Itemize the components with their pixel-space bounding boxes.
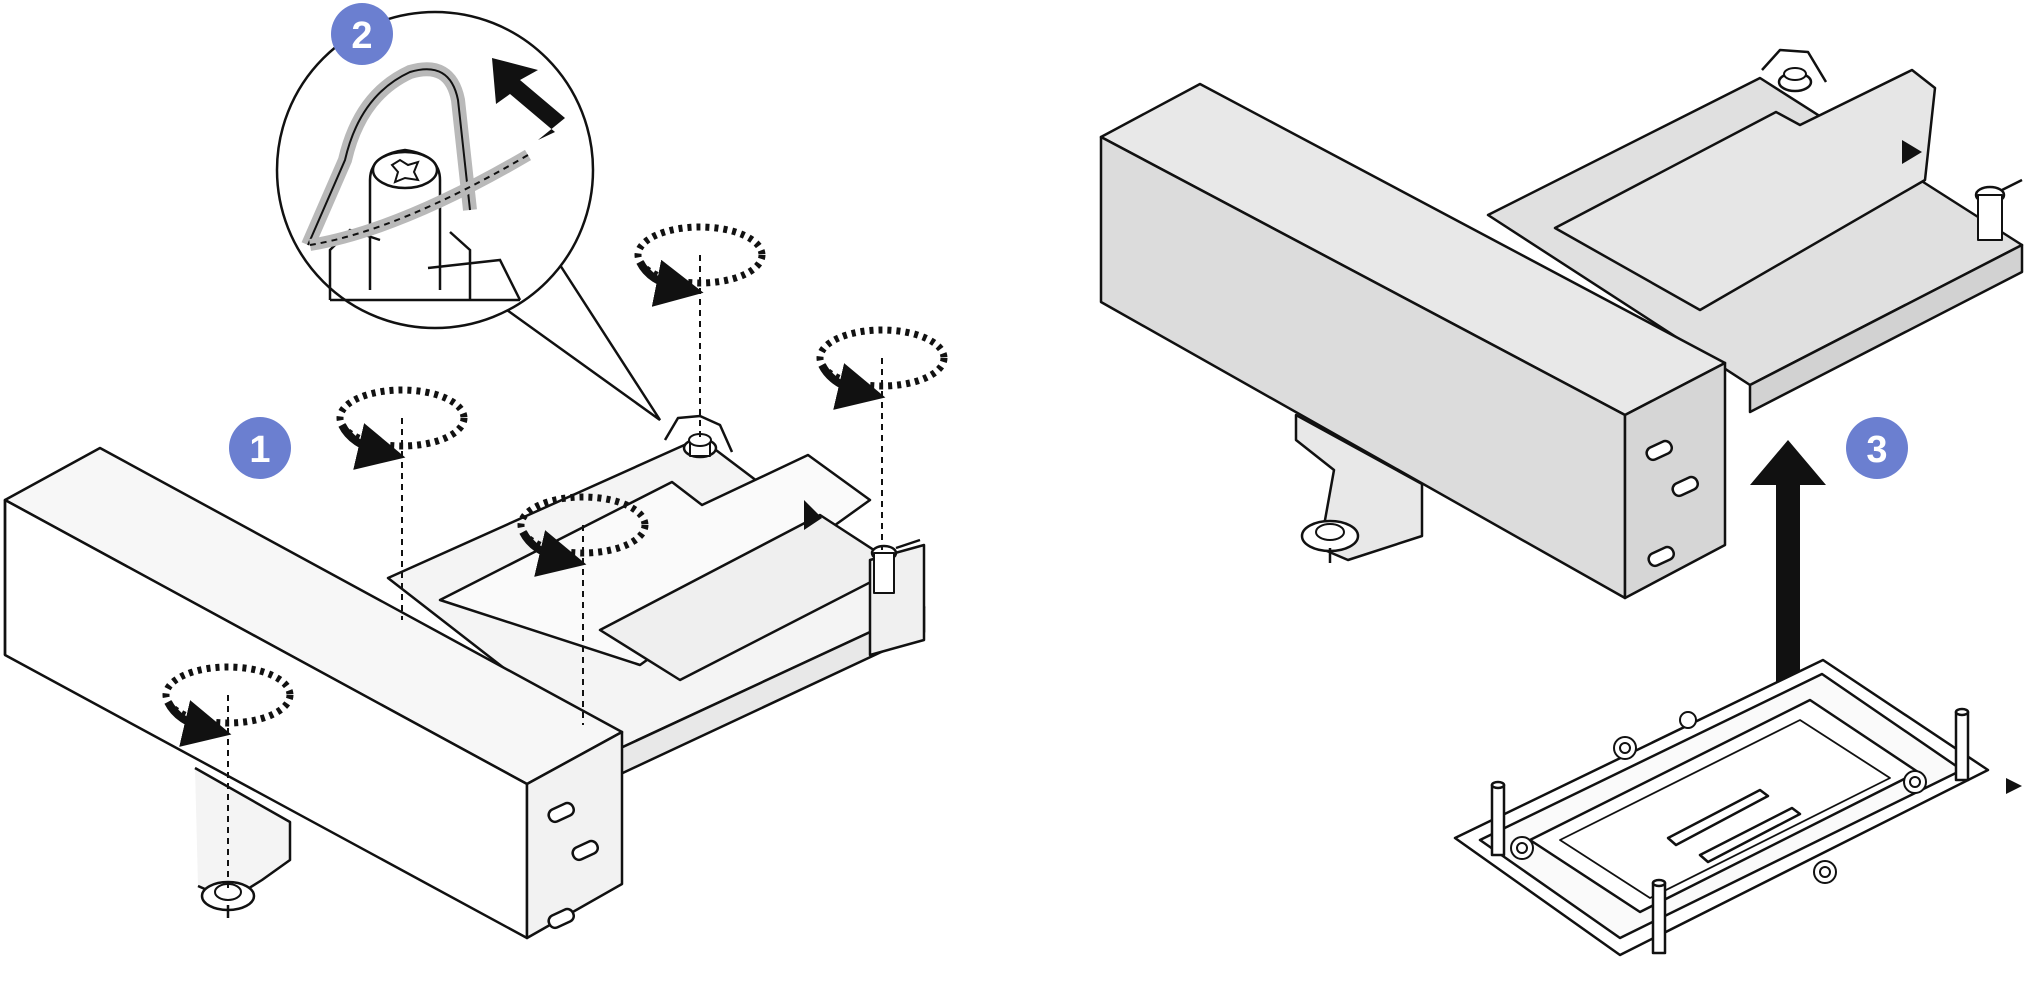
socket-guide-post (1651, 878, 1667, 955)
torx-screw-icon (1813, 860, 1837, 884)
step-badge-label: 1 (249, 429, 270, 471)
processor-socket (1453, 658, 2022, 957)
rotate-loosen-arrow-icon (816, 326, 948, 550)
torx-screw-icon (1903, 770, 1927, 794)
socket-slot (1698, 806, 1802, 864)
step-badge-label: 3 (1866, 429, 1887, 471)
right-bar-slot (1645, 439, 1674, 462)
step-badge-1: 1 (229, 417, 291, 479)
step-badge-label: 2 (351, 15, 372, 57)
socket-slot (1666, 788, 1770, 847)
left-heat-pipe-bar (3, 446, 624, 940)
right-side-bracket (1974, 178, 2023, 241)
left-bar-slot (547, 801, 576, 824)
right-top-clip (1761, 48, 1828, 93)
left-heat-sink-assembly (3, 414, 926, 940)
detail-callout-magnifier (275, 10, 662, 422)
torx-screw-icon (1510, 836, 1534, 860)
socket-guide-post (1954, 707, 1970, 782)
left-bar-slot (547, 907, 576, 930)
left-rotation-arrows (162, 223, 948, 890)
left-bottom-foot (194, 766, 292, 918)
step-badge-2: 2 (331, 3, 393, 65)
torx-screw-icon (1679, 711, 1697, 729)
lift-arrow-icon (1750, 440, 1826, 788)
left-bar-slot (571, 839, 600, 862)
right-cold-plate (1486, 68, 2024, 414)
right-orientation-marker (1902, 140, 1922, 164)
right-heat-pipe-bar (1099, 82, 1727, 600)
step-badge-3: 3 (1846, 417, 1908, 479)
rotate-loosen-arrow-icon (162, 663, 294, 890)
rotate-loosen-arrow-icon (517, 493, 649, 725)
right-heat-sink-assembly (1099, 48, 2024, 600)
right-bar-slot (1647, 545, 1676, 568)
pull-up-arrow-icon (492, 58, 565, 140)
rotate-loosen-arrow-icon (634, 223, 766, 440)
right-bottom-foot (1294, 413, 1424, 563)
left-orientation-marker (804, 500, 822, 530)
rotate-loosen-arrow-icon (336, 386, 468, 620)
socket-orientation-marker (2006, 778, 2022, 794)
left-right-bracket (868, 538, 926, 657)
torx-screw-icon (1613, 736, 1637, 760)
socket-guide-post (1490, 780, 1506, 857)
left-cold-plate (386, 436, 926, 780)
right-bar-slot (1671, 475, 1700, 498)
